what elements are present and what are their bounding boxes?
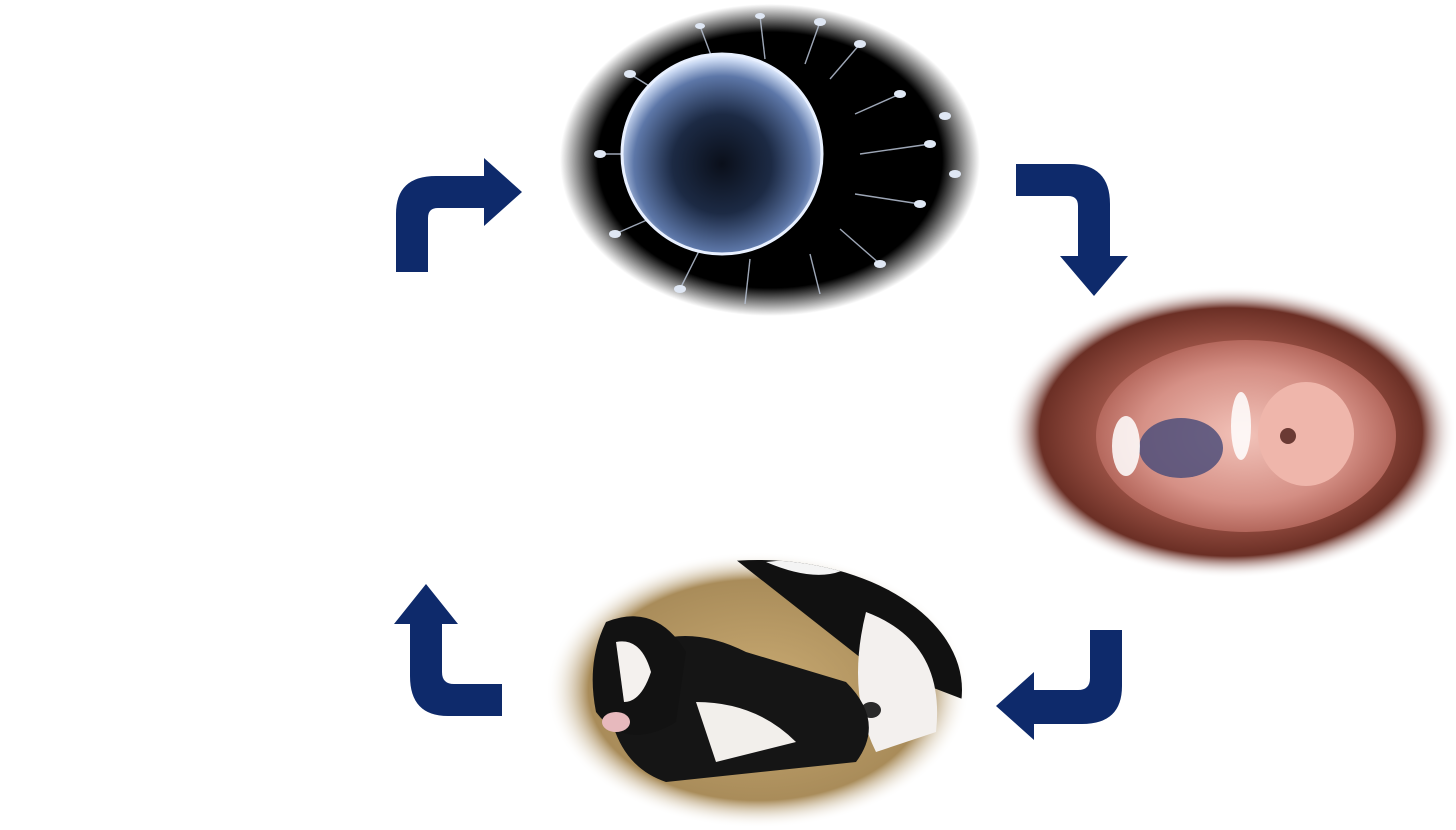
cycle-arrow-down-left-icon [994,626,1128,744]
newborn-calf-photo [546,552,970,828]
cow-in-field-photo [12,288,538,580]
fertilization-photo [560,4,980,316]
cycle-arrow-left-up-icon [394,578,506,722]
embryo-photo [1006,286,1456,578]
cycle-arrow-up-right-icon [386,154,526,278]
cycle-arrow-right-down-icon [1012,158,1132,300]
arrow-shape [394,584,502,716]
arrow-shape [996,630,1122,740]
arrow-shape [396,158,522,272]
arrow-shape [1016,164,1128,296]
